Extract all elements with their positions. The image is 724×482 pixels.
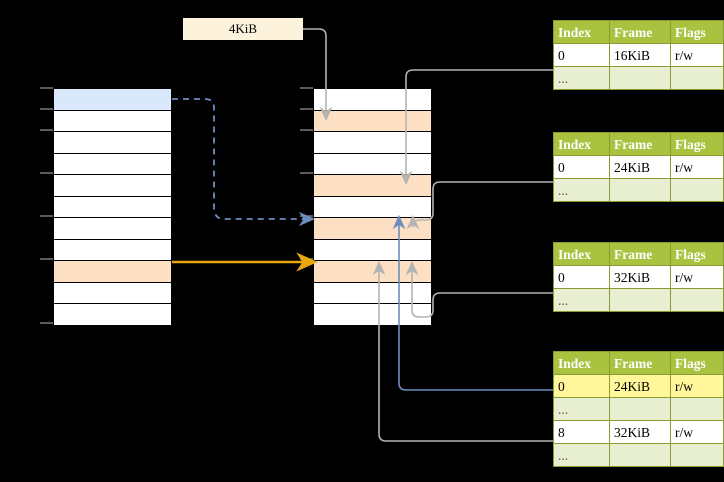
column-header-frame: Frame bbox=[609, 351, 671, 375]
table-cell: 0 bbox=[553, 265, 610, 289]
table-cell: 32KiB bbox=[609, 265, 671, 289]
virtual-address-row[interactable] bbox=[53, 152, 172, 175]
table-cell: 24KiB bbox=[609, 155, 671, 179]
page-table-row[interactable] bbox=[313, 195, 432, 218]
table-cell bbox=[670, 178, 724, 202]
page-table-column bbox=[313, 88, 432, 326]
column-header-frame: Frame bbox=[609, 132, 671, 156]
connector-table2-to-page bbox=[406, 181, 553, 230]
virtual-address-row[interactable] bbox=[53, 281, 172, 304]
column-header-flags: Flags bbox=[670, 351, 724, 375]
table-cell bbox=[670, 397, 724, 421]
table-cell: ... bbox=[553, 397, 610, 421]
column-header-index: Index bbox=[553, 242, 610, 266]
table-cell: 0 bbox=[553, 43, 610, 67]
virtual-address-row[interactable] bbox=[53, 174, 172, 197]
column-header-index: Index bbox=[553, 351, 610, 375]
page-table-row[interactable] bbox=[313, 88, 432, 111]
column-header-flags: Flags bbox=[670, 20, 724, 44]
virtual-address-row[interactable] bbox=[53, 109, 172, 132]
column-header-index: Index bbox=[553, 132, 610, 156]
page-table-row[interactable] bbox=[313, 260, 432, 283]
table-cell: r/w bbox=[670, 155, 724, 179]
virtual-address-row[interactable] bbox=[53, 131, 172, 154]
table-cell: ... bbox=[553, 288, 610, 312]
virtual-address-row[interactable] bbox=[53, 217, 172, 240]
virtual-address-row[interactable] bbox=[53, 303, 172, 326]
page-table-row[interactable] bbox=[313, 152, 432, 175]
column-header-flags: Flags bbox=[670, 242, 724, 266]
size-label-4kib: 4KiB bbox=[183, 18, 303, 40]
table-row[interactable]: ... bbox=[553, 178, 724, 202]
table-cell bbox=[609, 397, 671, 421]
table-cell: ... bbox=[553, 66, 610, 90]
table-cell: 8 bbox=[553, 420, 610, 444]
table-cell: r/w bbox=[670, 43, 724, 67]
column-header-flags: Flags bbox=[670, 132, 724, 156]
table-cell: r/w bbox=[670, 265, 724, 289]
table-cell: r/w bbox=[670, 420, 724, 444]
virtual-address-row[interactable] bbox=[53, 88, 172, 111]
table-cell bbox=[609, 66, 671, 90]
connector-va-index-to-page bbox=[172, 98, 316, 227]
table-cell bbox=[609, 178, 671, 202]
table-cell: 0 bbox=[553, 374, 610, 398]
table-cell bbox=[670, 288, 724, 312]
table-row[interactable]: ... bbox=[553, 66, 724, 90]
virtual-address-row[interactable] bbox=[53, 195, 172, 218]
virtual-address-row[interactable] bbox=[53, 260, 172, 283]
table-cell: 16KiB bbox=[609, 43, 671, 67]
page-table-row[interactable] bbox=[313, 109, 432, 132]
table-row[interactable]: ... bbox=[553, 288, 724, 312]
table-row[interactable]: ... bbox=[553, 443, 724, 467]
table-cell: 32KiB bbox=[609, 420, 671, 444]
column-header-frame: Frame bbox=[609, 20, 671, 44]
row-tick-marks bbox=[40, 87, 53, 324]
page-table-row[interactable] bbox=[313, 281, 432, 304]
column-header-index: Index bbox=[553, 20, 610, 44]
table-cell bbox=[670, 66, 724, 90]
table-cell: r/w bbox=[670, 374, 724, 398]
table-cell bbox=[609, 288, 671, 312]
table-cell: ... bbox=[553, 443, 610, 467]
table-cell bbox=[670, 443, 724, 467]
column-header-frame: Frame bbox=[609, 242, 671, 266]
table-cell: 0 bbox=[553, 155, 610, 179]
connector-table3-to-page bbox=[405, 260, 553, 318]
page-table-row[interactable] bbox=[313, 303, 432, 326]
page-table-row[interactable] bbox=[313, 131, 432, 154]
virtual-address-column bbox=[53, 88, 172, 326]
table-cell: 24KiB bbox=[609, 374, 671, 398]
mid-row-tick-marks bbox=[300, 87, 313, 260]
table-cell: ... bbox=[553, 178, 610, 202]
table-row[interactable]: ... bbox=[553, 397, 724, 421]
table-cell bbox=[609, 443, 671, 467]
page-table-row[interactable] bbox=[313, 217, 432, 240]
virtual-address-row[interactable] bbox=[53, 238, 172, 261]
page-table-row[interactable] bbox=[313, 174, 432, 197]
page-table-row[interactable] bbox=[313, 238, 432, 261]
